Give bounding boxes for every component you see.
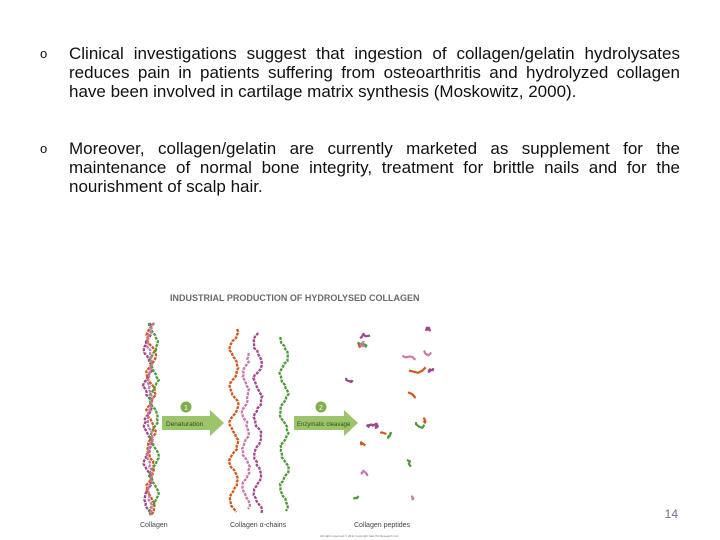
collagen-peptide [374,422,379,429]
collagen-peptide [427,367,435,373]
hydrolysed-collagen-figure: INDUSTRIAL PRODUCTION OF HYDROLYSED COLL… [132,283,452,539]
figure-svg: INDUSTRIAL PRODUCTION OF HYDROLYSED COLL… [140,293,435,538]
caption-peptides: Collagen peptides [354,522,411,529]
step-1-badge [180,401,192,413]
collagen-peptide [380,431,387,436]
collagen-peptide [406,458,412,468]
collagen-peptide [359,340,365,348]
figure-copyright: All rights reserved © 2011 Copyright GEL… [320,534,399,538]
collagen-peptide [410,495,415,501]
alpha-chain [278,336,290,512]
collagen-peptide [407,391,417,399]
collagen-peptide [345,377,354,384]
bullet-text: Moreover, collagen/gelatin are currently… [69,139,680,196]
bullet-text: Clinical investigations suggest that ing… [69,44,680,101]
collagen-peptide [386,431,392,439]
collagen-peptide [360,469,369,477]
collagen-peptide [401,354,417,361]
step-2-label: Enzymatic cleavage [297,422,351,428]
collagen-peptide [366,422,377,429]
collagen-peptide [414,422,426,429]
figure-title: INDUSTRIAL PRODUCTION OF HYDROLYSED COLL… [170,293,420,303]
collagen-peptide [423,350,432,357]
bullet-list: o Clinical investigations suggest that i… [40,44,680,196]
step-2-arrow: 2 Enzymatic cleavage [294,401,358,436]
collagen-peptide [356,341,368,349]
bullet-item-osteoarthritis: o Clinical investigations suggest that i… [40,44,680,101]
collagen-helix-strand [145,322,158,516]
step-1-number: 1 [184,405,188,412]
step-2-number: 2 [319,405,323,412]
collagen-peptide [359,441,366,447]
molecule-artwork [141,322,435,516]
step-1-arrow: 1 Denaturation [162,401,224,436]
collagen-peptide [408,366,427,374]
collagen-helix-strand [145,322,155,516]
collagen-peptide [353,495,360,500]
caption-collagen: Collagen [140,522,168,529]
slide-number: 14 [664,507,678,521]
step-1-label: Denaturation [166,421,204,428]
bullet-marker: o [40,141,48,156]
bullet-item-supplement: o Moreover, collagen/gelatin are current… [40,139,680,196]
collagen-peptide [424,326,431,332]
collagen-helix-strand [141,322,154,516]
collagen-helix-strand [147,322,161,516]
alpha-chain [227,328,240,513]
caption-alpha-chains: Collagen α-chains [230,522,287,529]
alpha-chain [252,332,264,514]
collagen-peptide [359,332,371,340]
alpha-chain [240,352,252,510]
collagen-peptide [422,416,427,424]
bullet-marker: o [40,46,48,61]
step-2-badge [315,401,327,413]
